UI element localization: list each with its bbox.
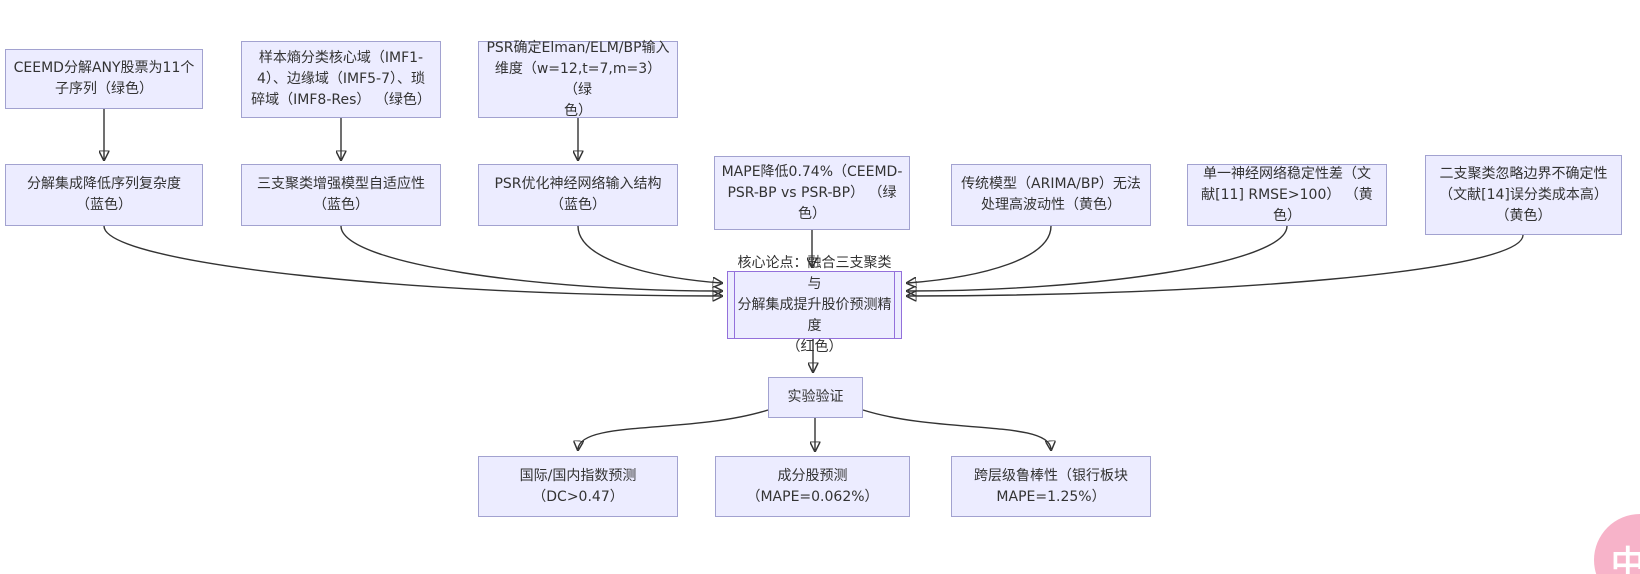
node-index-prediction: 国际/国内指数预测 （DC>0.47） [478, 456, 678, 517]
edge-singlenn-to-core [908, 225, 1288, 291]
node-mape-improvement: MAPE降低0.74%（CEEMD- PSR-BP vs PSR-BP） （绿 … [714, 156, 910, 230]
node-psr-optimization-benefit: PSR优化神经网络输入结构 （蓝色） [478, 164, 678, 226]
node-core-thesis: 核心论点：融合三支聚类与 分解集成提升股价预测精度 （红色） [727, 255, 902, 355]
node-three-way-clustering-benefit: 三支聚类增强模型自适应性 （蓝色） [241, 164, 441, 226]
node-single-nn-limitation: 单一神经网络稳定性差（文 献[11] RMSE>100） （黄色） [1187, 164, 1387, 226]
edge-twoway-to-core [908, 234, 1524, 296]
node-decomposition-benefit: 分解集成降低序列复杂度 （蓝色） [5, 164, 203, 226]
translate-floating-button[interactable]: 中A [1594, 514, 1640, 574]
node-ceemd-decomposition: CEEMD分解ANY股票为11个 子序列（绿色） [5, 49, 203, 109]
subroutine-bar-left [734, 272, 735, 338]
node-cross-level-robustness: 跨层级鲁棒性（银行板块 MAPE=1.25%） [951, 456, 1151, 517]
node-traditional-model-limitation: 传统模型（ARIMA/BP）无法 处理高波动性（黄色） [951, 164, 1151, 226]
node-experiment-validation: 实验验证 [768, 377, 863, 418]
edge-experiment-to-robustness [862, 409, 1051, 449]
node-sample-entropy-domains: 样本熵分类核心域（IMF1- 4）、边缘域（IMF5-7）、琐 碎域（IMF8-… [241, 41, 441, 118]
core-thesis-label: 核心论点：融合三支聚类与 分解集成提升股价预测精度 （红色） [737, 254, 892, 355]
node-two-way-clustering-limitation: 二支聚类忽略边界不确定性 （文献[14]误分类成本高） （黄色） [1425, 155, 1622, 235]
node-psr-input-dimensions: PSR确定Elman/ELM/BP输入 维度（w=12,t=7,m=3） （绿 … [478, 40, 678, 119]
edge-psrbenefit-to-core [577, 225, 721, 283]
edge-threeway-to-core [340, 225, 721, 291]
edge-decomp-to-core [103, 225, 721, 296]
subroutine-bar-right [894, 272, 895, 338]
node-component-stock-prediction: 成分股预测 （MAPE=0.062%） [715, 456, 910, 517]
edge-traditional-to-core [908, 225, 1052, 283]
edge-experiment-to-index [578, 409, 769, 449]
